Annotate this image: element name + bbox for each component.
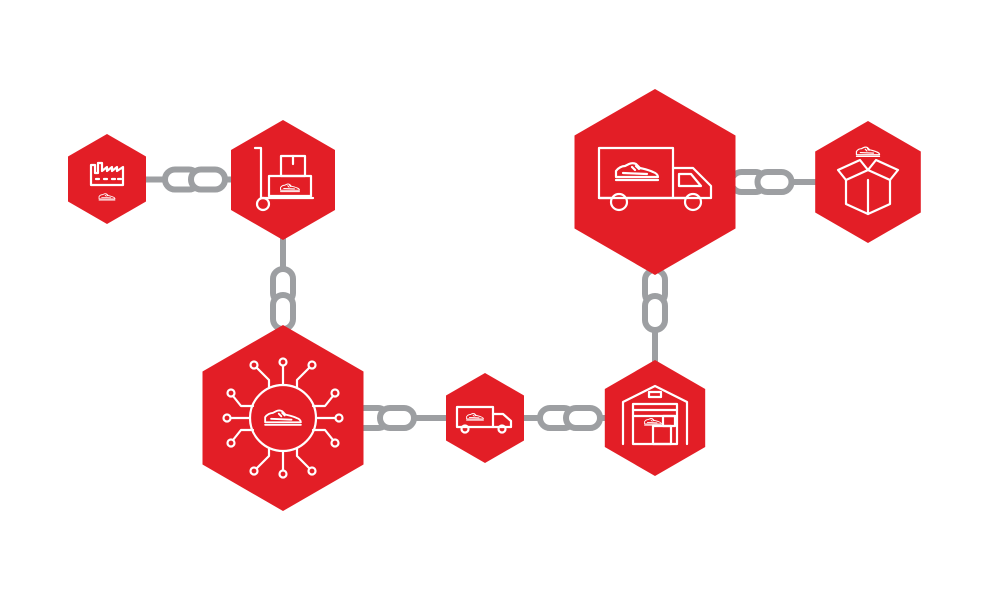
chain-link [754, 169, 795, 195]
warehouse-icon [621, 384, 689, 446]
chain-big-truck-to-package [726, 169, 823, 195]
chain-link [188, 166, 228, 193]
chain-link [377, 405, 417, 431]
chain-small-truck-to-warehouse [518, 405, 612, 431]
hex-node-small-truck [446, 373, 524, 463]
hand-truck-box-icon [253, 146, 315, 212]
factory-shoe-icon [89, 161, 125, 201]
chain-digital-hub-to-small-truck [351, 405, 452, 431]
circuit-shoe-icon [222, 357, 344, 479]
chain-factory-to-hand-truck [140, 166, 238, 193]
delivery-truck-icon [455, 405, 513, 434]
chain-link [642, 293, 668, 333]
hexagon-nodes [68, 89, 921, 511]
chain-link [563, 405, 603, 431]
hex-node-warehouse [604, 360, 706, 476]
delivery-truck-shoe-icon [597, 146, 713, 212]
open-box-shoe-icon [836, 146, 900, 216]
chain-warehouse-to-big-truck [642, 253, 668, 375]
hex-node-digital-hub [202, 325, 364, 511]
hex-node-hand-truck [231, 120, 335, 240]
hex-node-big-truck [574, 89, 736, 275]
chain-link [270, 292, 296, 332]
